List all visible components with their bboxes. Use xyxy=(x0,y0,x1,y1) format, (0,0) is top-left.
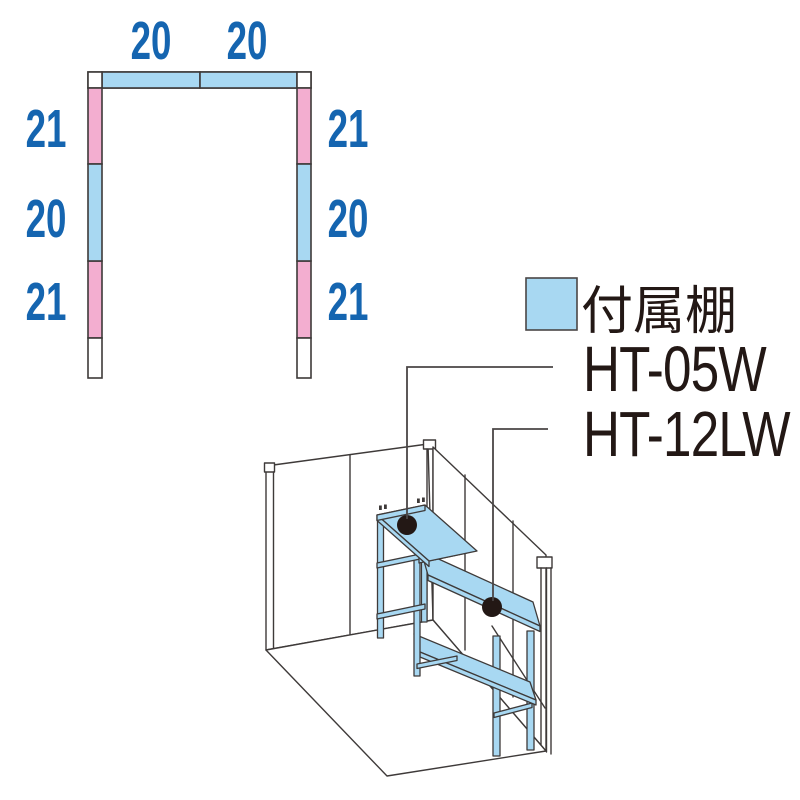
leader-dot-ht12lw xyxy=(482,597,502,617)
leader-lines xyxy=(406,366,553,601)
plan-top-shelf-segment xyxy=(101,71,201,89)
shelf-small-left-leg xyxy=(376,519,385,639)
dimension-label-left-1: 21 xyxy=(26,98,67,159)
plan-cell-white xyxy=(296,337,312,379)
plan-cell-pink xyxy=(87,260,103,339)
leader-dot-ht05w xyxy=(397,515,417,535)
dimension-label-top-2: 20 xyxy=(227,10,268,71)
dimension-label-left-3: 21 xyxy=(26,271,67,332)
legend: 付属棚 HT-05W HT-12LW xyxy=(525,277,792,471)
plan-cell-white xyxy=(87,337,103,379)
model-label-ht05w: HT-05W xyxy=(583,335,767,406)
shelf-long-brace xyxy=(491,625,546,709)
dimension-label-left-2: 20 xyxy=(26,188,67,249)
plan-right-column xyxy=(296,71,312,379)
shelf-long-lower-rail xyxy=(493,702,533,719)
plan-dimension-labels: 20 20 21 20 21 21 20 21 xyxy=(26,10,369,332)
leader-line-ht05w xyxy=(406,366,553,519)
plan-left-column xyxy=(87,71,103,379)
corner-cap xyxy=(422,439,437,450)
right-wall-edge-cap xyxy=(536,556,553,569)
shelf-small-right-leg xyxy=(413,556,421,677)
plan-cell-shelf xyxy=(87,163,103,262)
plan-cell-shelf xyxy=(296,163,312,262)
dimension-label-right-1: 21 xyxy=(328,98,369,159)
shelf-small-rail xyxy=(376,603,426,620)
isometric-shed-interior xyxy=(263,439,553,777)
plan-cell-pink xyxy=(87,87,103,165)
dimension-label-right-3: 21 xyxy=(328,271,369,332)
left-wall-edge-cap xyxy=(263,462,276,473)
dimension-label-right-2: 20 xyxy=(328,188,369,249)
plan-cell-corner xyxy=(296,71,312,89)
shelf-small-top-board-end xyxy=(376,504,426,522)
dimension-label-top-1: 20 xyxy=(131,10,172,71)
shelf-small-wall-brackets xyxy=(379,497,425,510)
plan-top-shelf-segment xyxy=(199,71,298,89)
shelf-small-rail xyxy=(416,655,458,670)
floor-plan: 20 20 21 20 21 21 20 21 xyxy=(26,10,369,379)
plan-cell-pink xyxy=(296,87,312,165)
shelf-long-front-leg xyxy=(492,635,501,757)
plan-top-shelf-bar xyxy=(87,71,312,89)
plan-cell-pink xyxy=(296,260,312,339)
leader-line-ht12lw xyxy=(492,428,548,601)
legend-shelf-swatch xyxy=(525,277,578,331)
legend-shelf-label: 付属棚 xyxy=(581,283,737,341)
model-label-ht12lw: HT-12LW xyxy=(583,400,791,471)
plan-cell-corner xyxy=(87,71,103,89)
